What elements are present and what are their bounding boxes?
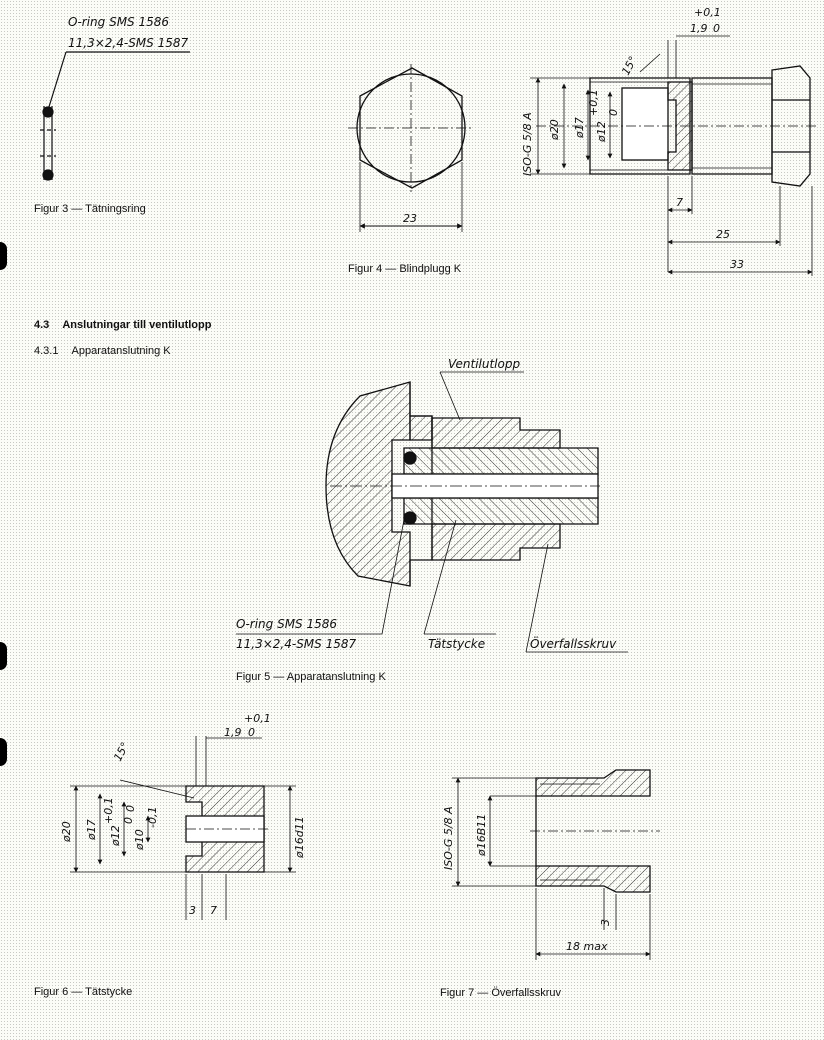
fig4b-dia12-tol-upper: +0,1 — [587, 89, 600, 116]
fig6-dia10: ø10 — [133, 829, 146, 851]
punch-hole — [0, 242, 7, 270]
fig5-label-outlet: Ventilutlopp — [448, 357, 520, 371]
fig6-dia20: ø20 — [60, 821, 73, 843]
fig6-dia12-tol-lower: 0 — [122, 817, 135, 824]
fig6-dia10-tol-upper: 0 — [124, 805, 137, 812]
fig7-dim-3: 3 — [599, 919, 612, 926]
fig5-label-oring: O-ring SMS 1586 — [236, 617, 337, 631]
fig6-dia16: ø16d11 — [293, 816, 306, 859]
punch-hole — [0, 738, 7, 766]
subsection-heading: 4.3.1 Apparatanslutning K — [34, 345, 171, 357]
fig6-dim-7: 7 — [210, 904, 217, 917]
fig6-dim-3: 3 — [189, 904, 196, 917]
fig5-label-nut: Överfallsskruv — [530, 635, 617, 651]
subsection-number: 4.3.1 — [34, 345, 59, 357]
fig4b-tol-lower: 0 — [713, 22, 720, 35]
fig6-dia12: ø12 — [109, 825, 122, 847]
fig4b-dia20: ø20 — [548, 119, 561, 141]
fig7-caption: Figur 7 — Överfallsskruv — [440, 987, 562, 999]
fig7-dia16: ø16B11 — [475, 814, 488, 857]
fig3-caption: Figur 3 — Tätningsring — [34, 203, 146, 215]
fig7-nut-drawing — [452, 769, 660, 960]
subsection-title: Apparatanslutning K — [71, 345, 171, 357]
fig4b-dim-33: 33 — [730, 258, 744, 271]
fig4-dim-width: 23 — [403, 212, 417, 225]
fig4b-angle: 15° — [619, 54, 640, 77]
fig5-assembly-drawing — [236, 371, 628, 653]
section-title: Anslutningar till ventilutlopp — [62, 319, 212, 331]
fig3-oring-label: O-ring SMS 1586 — [68, 15, 169, 29]
fig4b-dia12: ø12 — [595, 121, 608, 143]
fig7-dim-18: 18 max — [566, 940, 608, 953]
fig6-tol-lower: 0 — [248, 726, 255, 739]
fig4b-tol-upper: +0,1 — [694, 6, 721, 19]
fig6-tol-value: 1,9 — [224, 726, 242, 739]
fig7-thread: ISO-G 5/8 A — [442, 806, 455, 870]
fig3-oring-drawing — [40, 51, 190, 181]
fig4-plug-side-drawing — [530, 35, 816, 276]
fig4-caption: Figur 4 — Blindplugg K — [348, 263, 462, 275]
fig4-hex-drawing — [348, 64, 474, 232]
fig6-angle: 15° — [111, 740, 132, 763]
section-heading: 4.3 Anslutningar till ventilutlopp — [34, 319, 211, 331]
section-number: 4.3 — [34, 319, 50, 331]
fig4b-tol-value: 1,9 — [690, 22, 708, 35]
fig6-seal-drawing — [70, 736, 296, 920]
fig4b-dia17: ø17 — [573, 117, 586, 139]
fig4b-dim-7: 7 — [676, 196, 683, 209]
fig6-dia12-tol-upper: +0,1 — [102, 797, 115, 824]
fig5-label-seal: Tätstycke — [428, 637, 485, 651]
fig4b-thread: ISO-G 5/8 A — [521, 112, 534, 176]
fig6-caption: Figur 6 — Tätstycke — [34, 986, 133, 998]
fig4b-dim-25: 25 — [716, 228, 730, 241]
fig5-caption: Figur 5 — Apparatanslutning K — [236, 671, 386, 683]
punch-hole — [0, 642, 7, 670]
fig4b-dia12-tol-lower: 0 — [607, 109, 620, 116]
fig6-tol-upper: +0,1 — [244, 712, 271, 725]
fig6-dia17: ø17 — [85, 819, 98, 841]
fig5-label-oring-spec: 11,3×2,4-SMS 1587 — [236, 637, 356, 651]
fig6-dia10-tol: -0,1 — [146, 807, 159, 828]
fig3-oring-spec: 11,3×2,4-SMS 1587 — [68, 36, 188, 50]
